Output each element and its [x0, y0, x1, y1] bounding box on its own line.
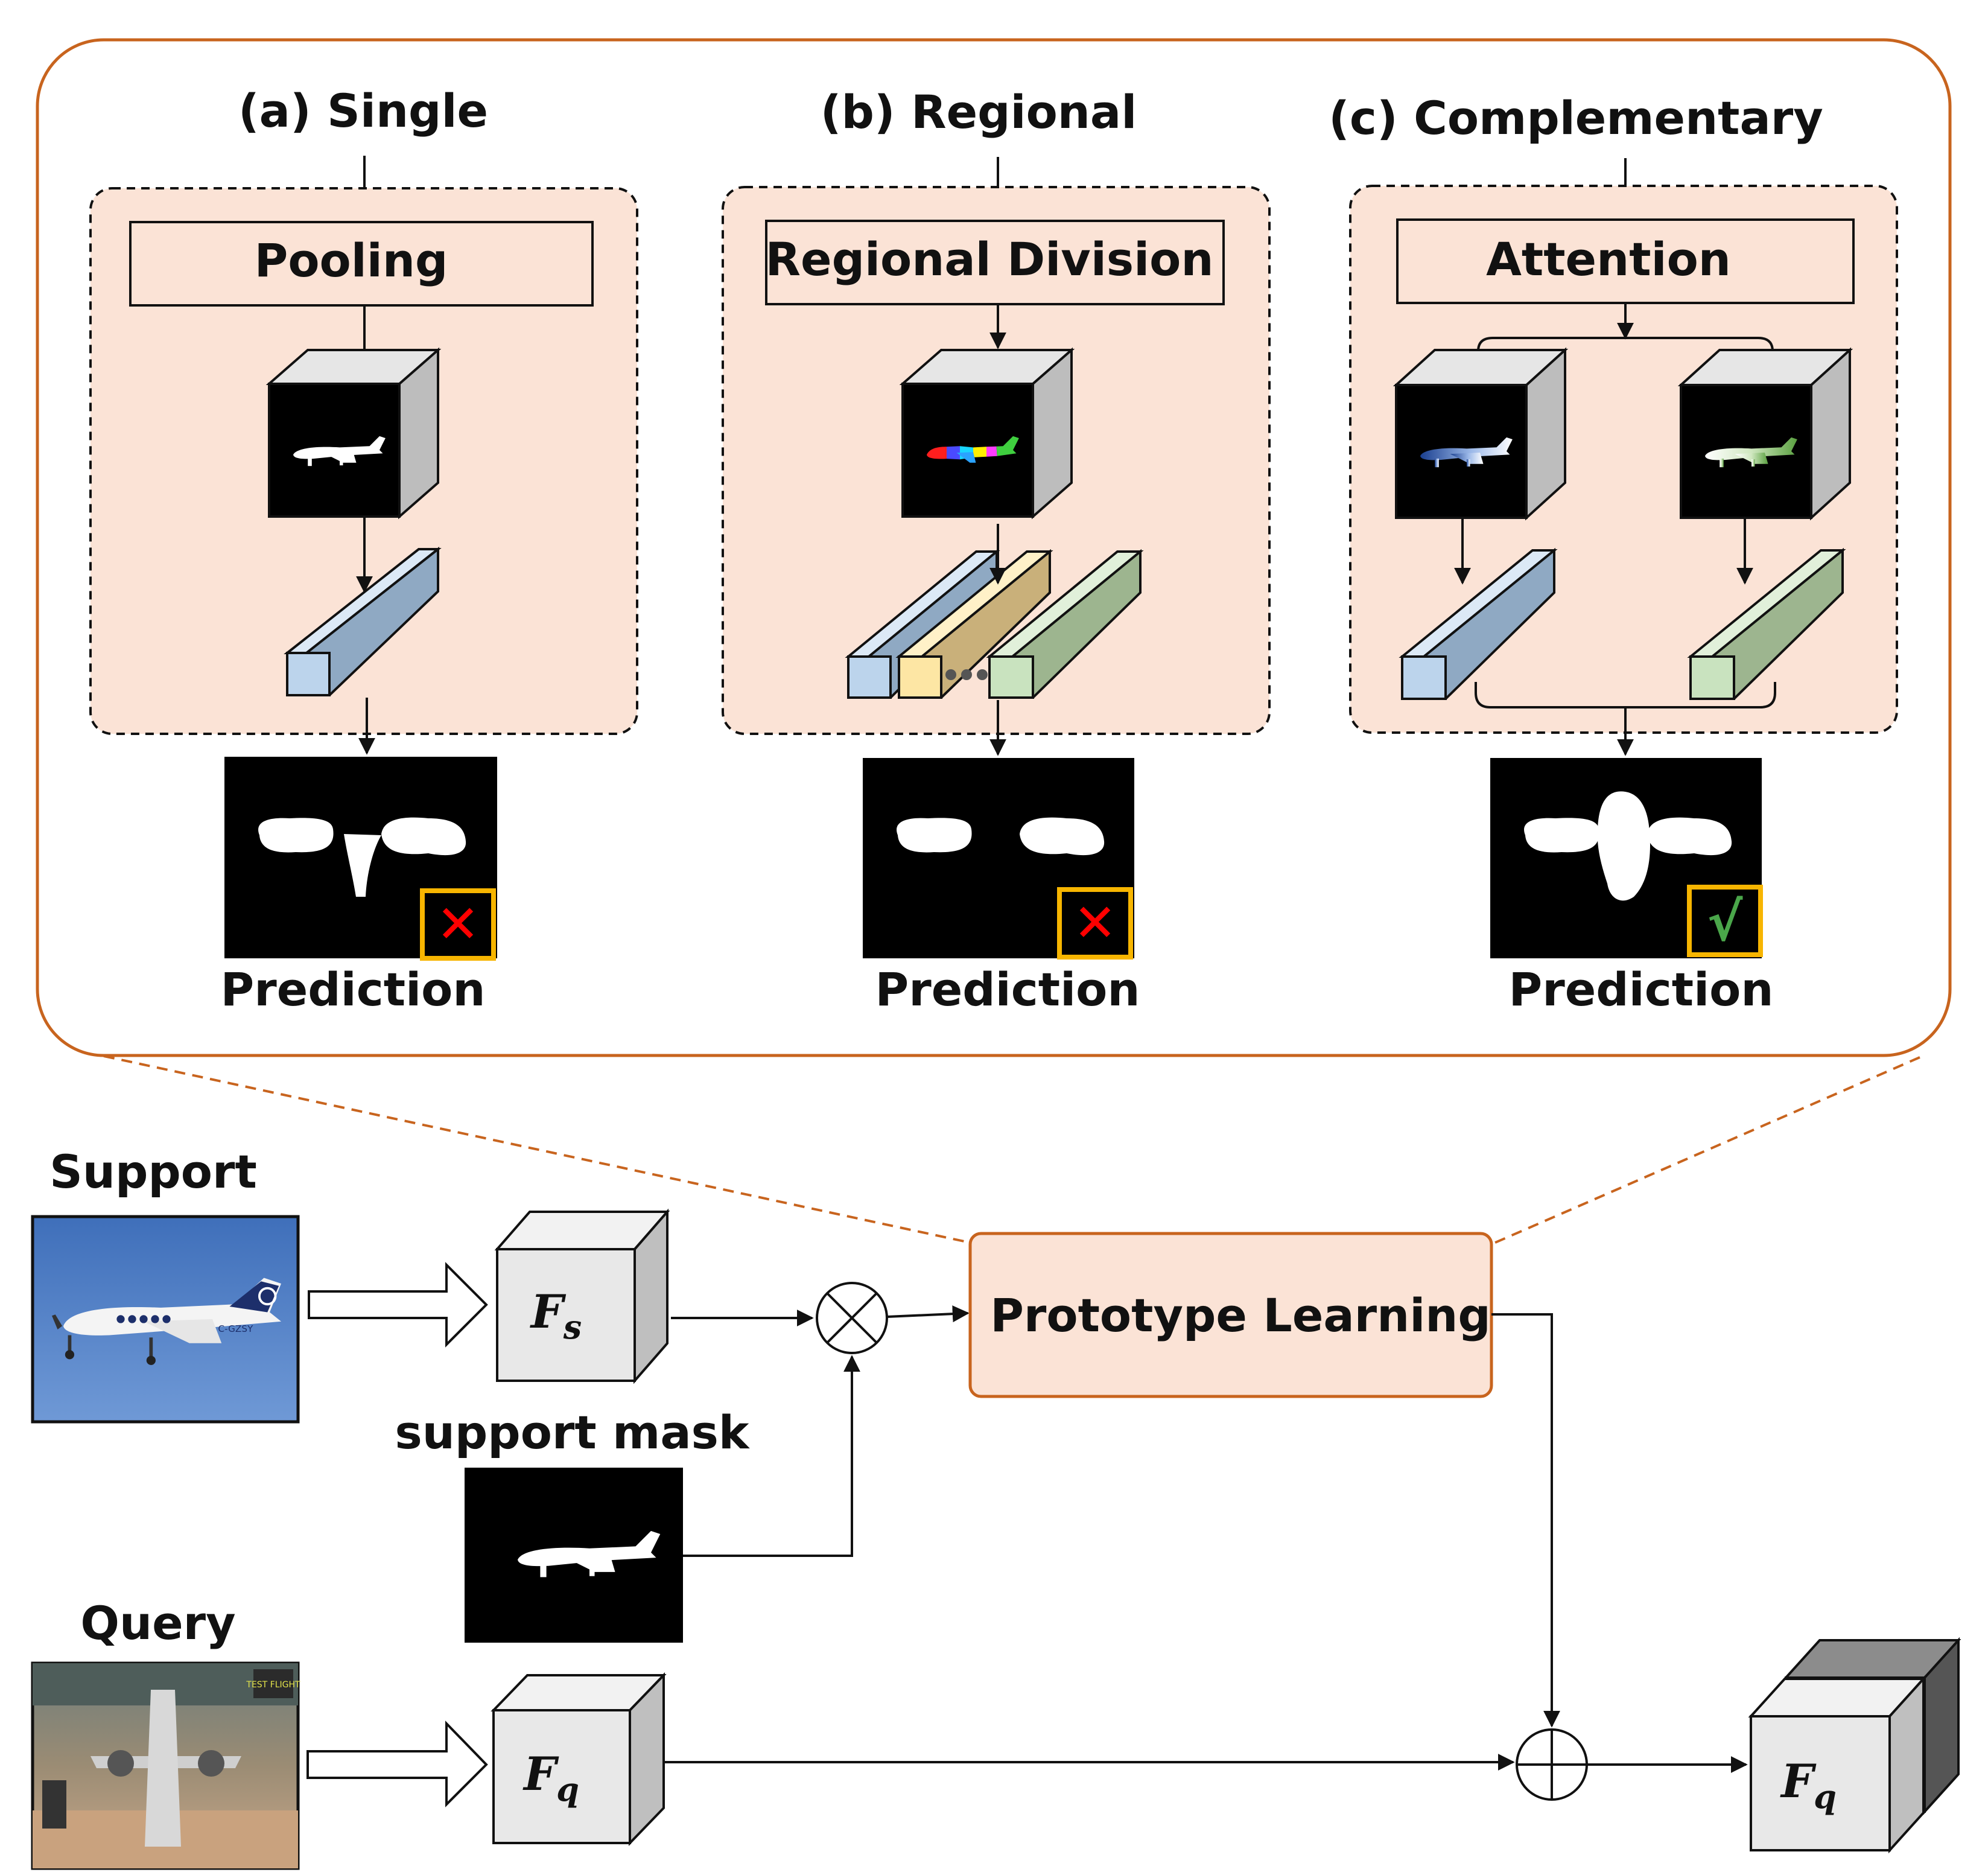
panel-b-prediction-mask: ✕ [863, 758, 1134, 960]
zoom-connector-left [103, 1055, 973, 1244]
panel-a-cross-mark: ✕ [436, 894, 480, 955]
support-flow-arrow [308, 1262, 488, 1348]
fq-output-label: Fq [1780, 1754, 1837, 1816]
panel-b-cross-mark: ✕ [1073, 893, 1117, 953]
panel-a-single: (a) Single Pooling ✕ Pred [89, 84, 638, 1016]
panel-a-prediction-label: Prediction [221, 963, 486, 1016]
fs-label: Fs [530, 1285, 582, 1346]
add-operator-icon [1516, 1728, 1588, 1801]
pipeline: Support C-GZSY Fs [31, 1145, 1961, 1870]
panel-c-prediction-label: Prediction [1509, 963, 1774, 1016]
panel-b-feature-cube [899, 347, 1075, 520]
fq-feature-cube: Fq [491, 1672, 667, 1846]
panel-a-verdict-badge [420, 888, 496, 961]
panel-b-regional: (b) Regional Regional Division [722, 85, 1271, 1016]
pooling-label: Pooling [255, 234, 448, 287]
method-comparison-panel [36, 38, 1952, 1057]
query-label: Query [80, 1596, 235, 1650]
pooling-box [129, 221, 594, 307]
panel-c-verdict-badge [1687, 885, 1763, 957]
panel-a-prototype-vector [284, 546, 442, 696]
support-aircraft-registration: C-GZSY [218, 1323, 253, 1334]
fq-label: Fq [522, 1747, 579, 1809]
panel-b-regional-vectors [845, 549, 1144, 699]
support-label: Support [49, 1145, 257, 1199]
panel-c-green-vector [1687, 547, 1846, 700]
panel-b-verdict-badge [1057, 887, 1133, 960]
attention-box [1396, 218, 1855, 304]
attention-label: Attention [1486, 232, 1731, 286]
query-flow-arrow [306, 1721, 488, 1807]
multiply-operator-icon [816, 1282, 888, 1354]
zoom-connector-right [1493, 1056, 1920, 1244]
query-image: TEST FLIGHT [31, 1661, 300, 1870]
panel-c-complementary: (c) Complementary Attention [1329, 91, 1898, 1016]
panel-a-title: (a) Single [238, 84, 488, 138]
fs-feature-cube: Fs [494, 1208, 670, 1384]
panel-c-title: (c) Complementary [1329, 91, 1823, 145]
prototype-learning-label: Prototype Learning [990, 1288, 1491, 1342]
panel-a-prediction-mask: ✕ [224, 757, 497, 961]
regional-division-label: Regional Division [766, 232, 1214, 286]
panel-c-blue-vector [1399, 547, 1558, 700]
panel-c-green-attention-cube [1677, 347, 1853, 521]
fq-output-cube: Fq [1748, 1637, 1961, 1854]
support-mask-image [465, 1468, 683, 1643]
panel-a-feature-cube [265, 347, 442, 520]
panel-c-prediction-mask: √ [1490, 758, 1763, 958]
query-banner-text: TEST FLIGHT [246, 1680, 300, 1690]
panel-b-prediction-label: Prediction [875, 963, 1140, 1016]
panel-c-blue-attention-cube [1393, 347, 1569, 521]
support-image: C-GZSY [31, 1215, 300, 1424]
panel-c-check-mark: √ [1707, 891, 1743, 953]
panel-b-title: (b) Regional [821, 85, 1137, 139]
support-mask-label: support mask [395, 1405, 750, 1459]
regional-division-box [765, 220, 1225, 305]
